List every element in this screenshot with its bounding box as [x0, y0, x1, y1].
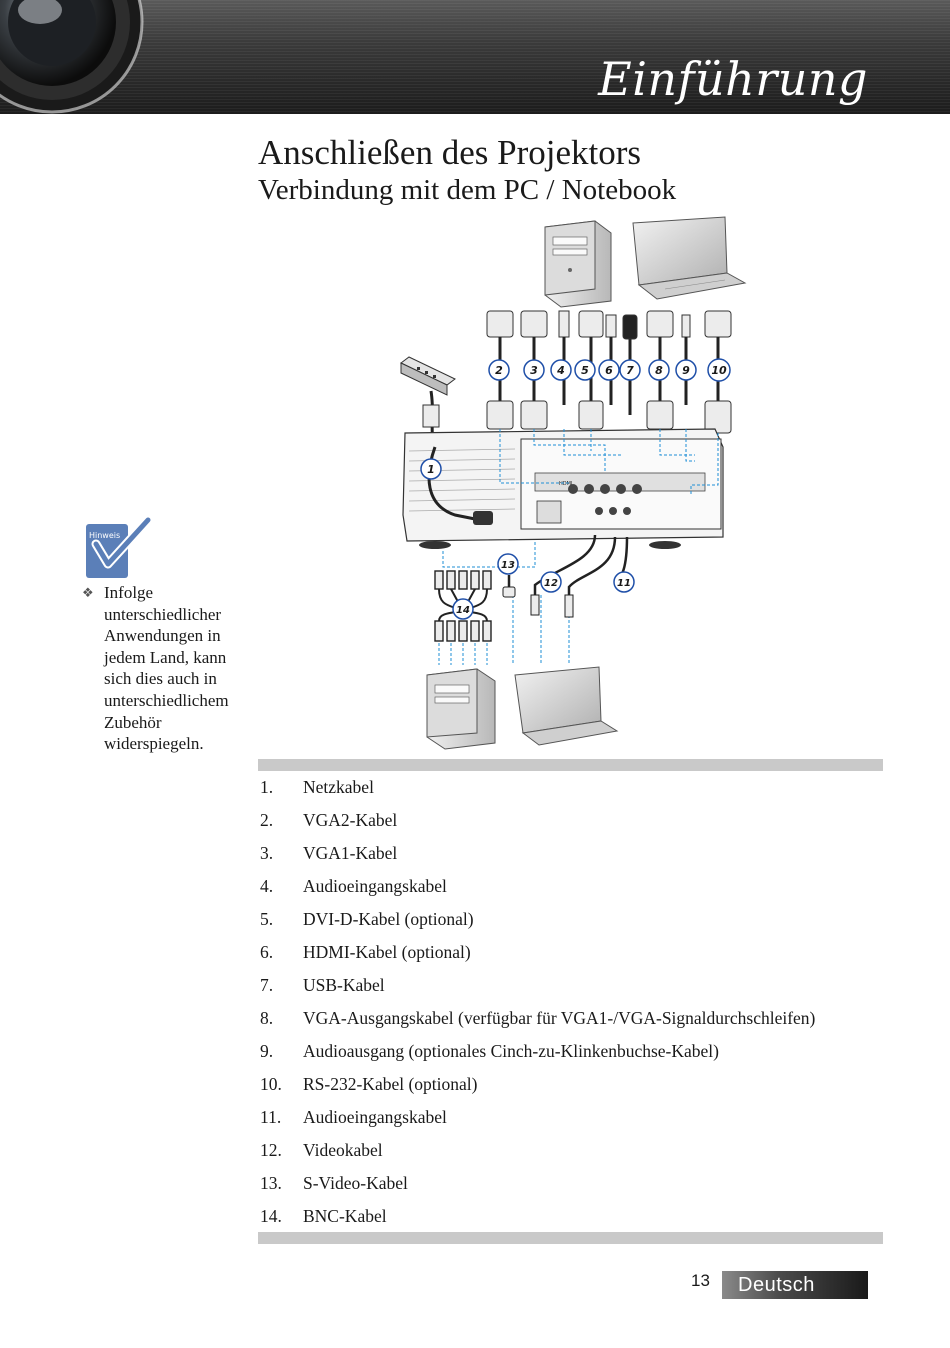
list-item: 1.Netzkabel [260, 777, 374, 797]
bnc-arrows [438, 643, 488, 665]
list-item: 5.DVI-D-Kabel (optional) [260, 909, 474, 929]
callout-label: 10 [711, 364, 727, 377]
header-banner: Einführung [0, 0, 950, 114]
list-item: 12.Videokabel [260, 1140, 383, 1160]
callout-label: 11 [617, 578, 631, 589]
cable-list: 1.Netzkabel 2.VGA2-Kabel 3.VGA1-Kabel 4.… [258, 773, 898, 1235]
callout-label: 3 [530, 364, 538, 377]
callout-7: 7 [619, 359, 641, 381]
callout-label: 8 [655, 364, 663, 377]
callout-label: 12 [544, 578, 558, 589]
callout-4: 4 [550, 359, 572, 381]
projector-lens-graphic [0, 0, 144, 114]
callout-10: 10 [707, 358, 731, 382]
list-item: 7.USB-Kabel [260, 975, 385, 995]
callout-14: 14 [452, 598, 474, 620]
chapter-title: Einführung [598, 52, 868, 106]
list-item: 10.RS-232-Kabel (optional) [260, 1074, 478, 1094]
callout-label: 9 [682, 364, 690, 377]
pc-tower-icon-bottom [426, 668, 496, 750]
note-icon: Hinweis [86, 516, 152, 578]
header-stripes [0, 0, 950, 114]
page-number: 13 [691, 1271, 710, 1290]
divider-top [258, 759, 883, 771]
lower-plugs [422, 400, 732, 434]
list-item: 9.Audioausgang (optionales Cinch-zu-Klin… [260, 1041, 719, 1061]
page-subtitle: Verbindung mit dem PC / Notebook [258, 174, 677, 206]
page-title: Anschließen des Projektors [258, 133, 641, 172]
list-item: 11.Audioeingangskabel [260, 1107, 447, 1127]
callout-12: 12 [540, 571, 562, 593]
laptop-icon-top [632, 216, 747, 300]
bnc-connectors [434, 570, 492, 642]
list-item: 3.VGA1-Kabel [260, 843, 398, 863]
laptop-icon-bottom [514, 666, 619, 746]
callout-label: 4 [556, 364, 565, 377]
pc-tower-icon-top [544, 220, 612, 308]
list-item: 4.Audioeingangskabel [260, 876, 447, 896]
language-tab: Deutsch [722, 1271, 868, 1299]
callout-3: 3 [523, 359, 545, 381]
callout-13: 13 [497, 553, 519, 575]
note-text-block: ❖ Infolge unterschiedlicher Anwendungen … [82, 582, 257, 755]
callout-label: 2 [495, 364, 503, 377]
callout-9: 9 [675, 359, 697, 381]
callout-label: 7 [626, 364, 634, 377]
note-text: Infolge unterschiedlicher Anwendungen in… [104, 583, 229, 754]
divider-bottom [258, 1232, 883, 1244]
connection-diagram: 2 3 4 5 6 7 8 9 10 HDMI 1 [400, 216, 747, 750]
av-cables [507, 534, 629, 595]
callouts-top: 2 3 4 5 6 7 8 9 10 [488, 358, 731, 382]
callout-label: 14 [456, 605, 470, 616]
signal-paths [442, 429, 719, 665]
callout-label: 1 [427, 463, 435, 476]
note-icon-label: Hinweis [89, 531, 120, 540]
list-item: 6.HDMI-Kabel (optional) [260, 942, 471, 962]
callout-label: 13 [501, 560, 515, 571]
list-item: 13.S-Video-Kabel [260, 1173, 408, 1193]
projector-rear-icon: HDMI [402, 428, 724, 549]
av-plugs [502, 586, 574, 618]
callout-8: 8 [648, 359, 670, 381]
top-connectors [486, 310, 732, 340]
diamond-bullet-icon: ❖ [82, 585, 94, 600]
callout-1: 1 [420, 458, 442, 480]
list-item: 14.BNC-Kabel [260, 1206, 387, 1226]
panel-logo: HDMI [559, 481, 572, 487]
callout-2: 2 [488, 359, 510, 381]
callout-5: 5 [574, 359, 596, 381]
callout-label: 6 [605, 364, 613, 377]
callout-label: 5 [581, 364, 589, 377]
language-label: Deutsch [738, 1274, 815, 1296]
callout-6: 6 [598, 359, 620, 381]
callout-11: 11 [613, 571, 635, 593]
list-item: 8.VGA-Ausgangskabel (verfügbar für VGA1-… [260, 1008, 816, 1028]
list-item: 2.VGA2-Kabel [260, 810, 398, 830]
